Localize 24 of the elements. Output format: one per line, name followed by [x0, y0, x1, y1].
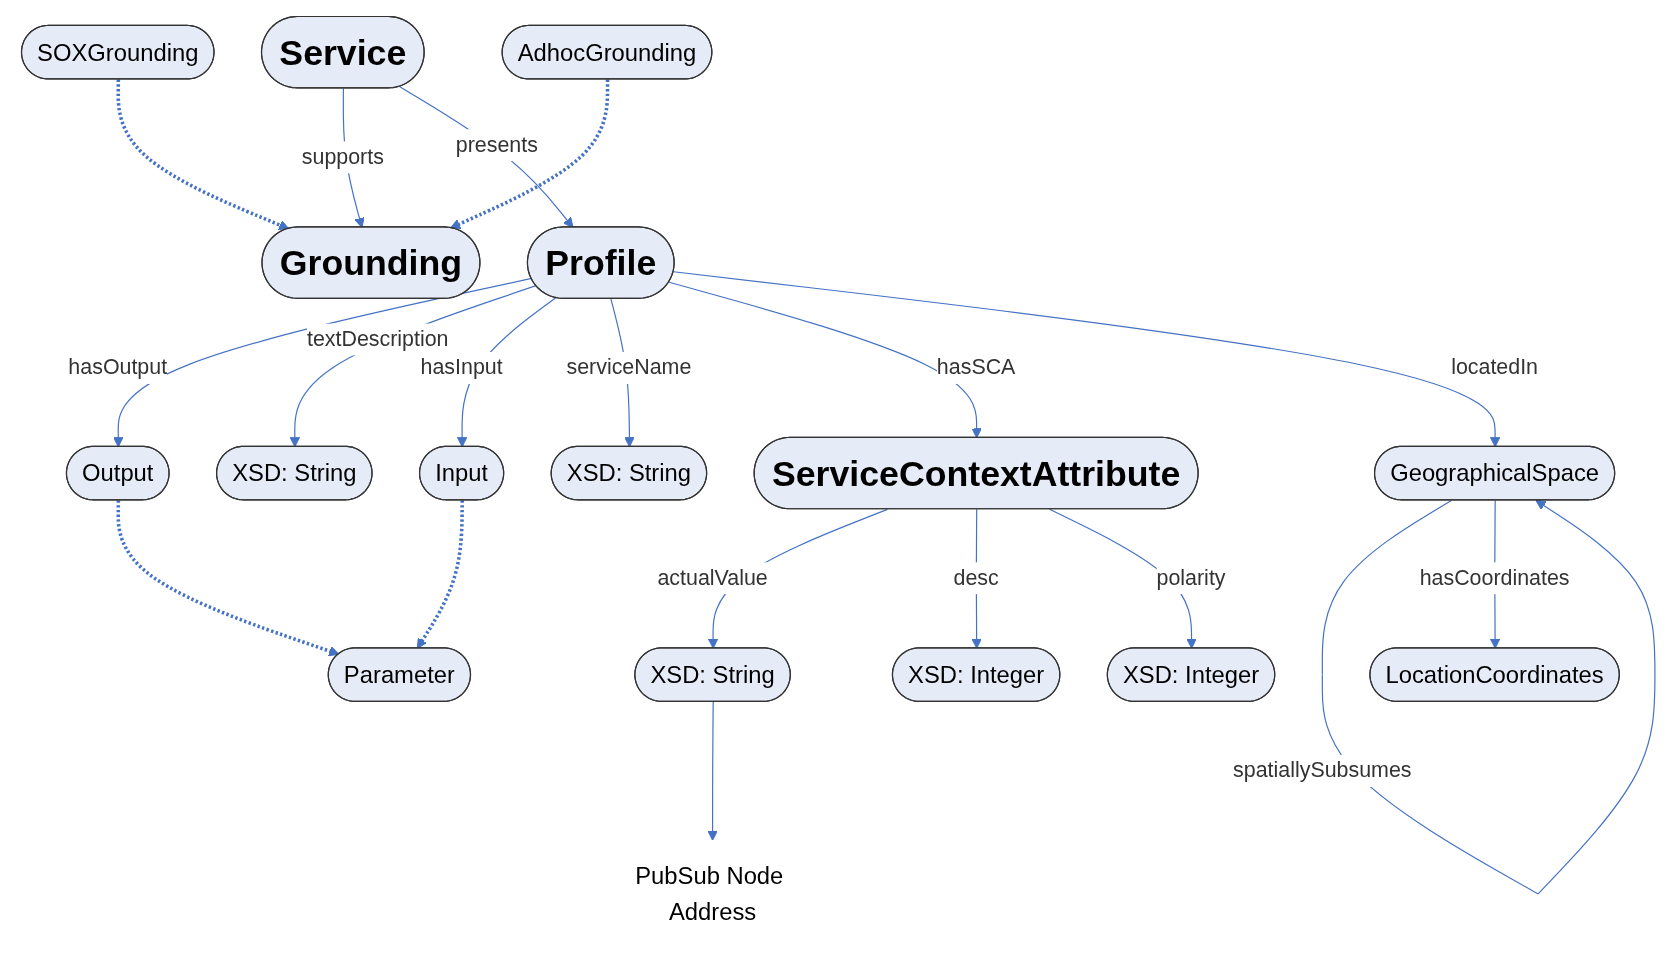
arrow	[116, 79, 290, 230]
edge-label: hasCoordinates	[1419, 565, 1570, 590]
arrow	[399, 85, 574, 228]
edge-label: polarity	[1156, 565, 1226, 590]
edge-label: supports	[302, 144, 385, 169]
edge-label: hasSCA	[937, 354, 1016, 379]
edge-label: serviceName	[566, 354, 692, 379]
edge-label: hasInput	[420, 354, 503, 379]
arrow	[417, 499, 465, 649]
edge-label: hasOutput	[68, 354, 168, 379]
edge-label: presents	[456, 132, 539, 157]
edge-label: spatiallySubsumes	[1233, 757, 1412, 782]
arrow	[707, 700, 719, 841]
arrow	[289, 284, 537, 447]
arrow	[113, 277, 533, 447]
node-text: PubSub Node Address	[635, 862, 784, 925]
arrow	[668, 281, 983, 438]
arrow	[116, 499, 340, 656]
arrow	[673, 270, 1501, 447]
edge-label: locatedIn	[1451, 354, 1539, 379]
edge-label: textDescription	[307, 326, 449, 351]
arrow	[450, 79, 610, 229]
edge-label: actualValue	[657, 565, 768, 590]
edge-label: desc	[953, 565, 1000, 590]
